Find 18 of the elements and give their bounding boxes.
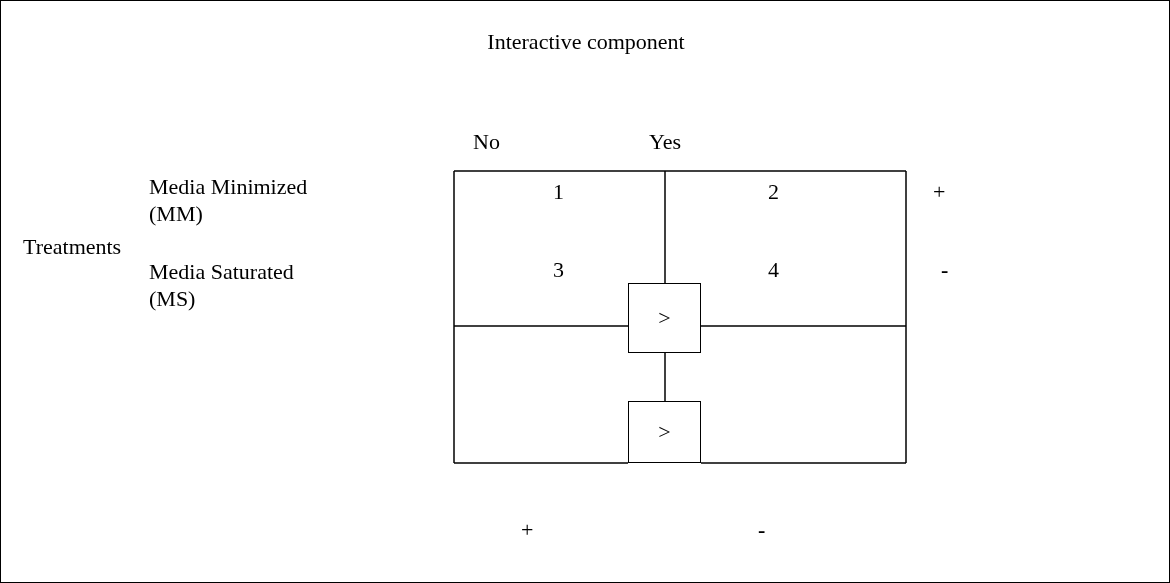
comparison-sign: > <box>658 419 671 445</box>
sign-label: - <box>941 256 949 283</box>
column-header: No <box>473 128 500 155</box>
sign-label: + <box>521 516 534 543</box>
row-label: Media Minimized (MM) <box>149 173 309 227</box>
sign-label: - <box>758 516 766 543</box>
column-header: Yes <box>649 128 681 155</box>
cell-number: 4 <box>768 256 779 283</box>
row-label: Media Saturated (MS) <box>149 258 295 312</box>
comparison-box <box>628 283 701 353</box>
cell-number: 1 <box>553 178 564 205</box>
comparison-box <box>628 401 701 463</box>
axis-label: Treatments <box>23 233 122 260</box>
cell-number: 3 <box>553 256 564 283</box>
comparison-sign: > <box>658 305 671 331</box>
cell-number: 2 <box>768 178 779 205</box>
title: Interactive component <box>487 28 685 55</box>
sign-label: + <box>933 178 946 205</box>
